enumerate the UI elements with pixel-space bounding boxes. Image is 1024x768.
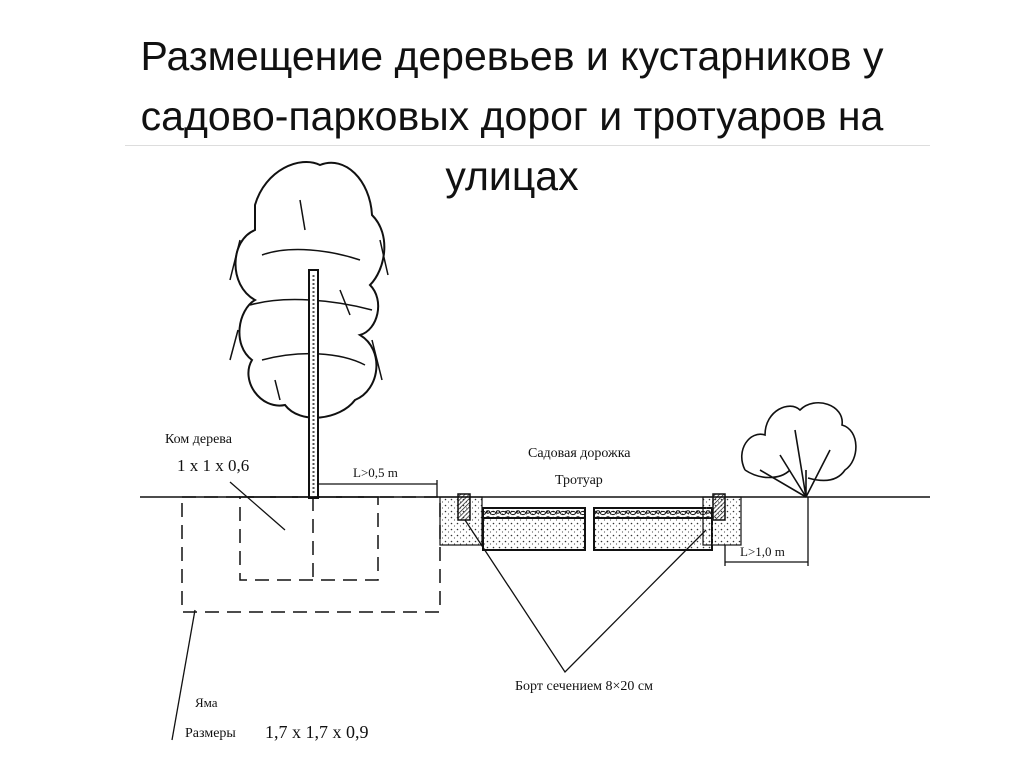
sidewalk-label: Тротуар [555, 473, 603, 488]
shrub-distance-label: L>1,0 m [740, 544, 785, 559]
pit-label: Яма [195, 695, 218, 710]
left-curb [457, 493, 471, 521]
curb-label: Борт сечением 8×20 см [515, 679, 653, 694]
tree-distance-label: L>0,5 m [353, 465, 398, 480]
tree-icon [229, 160, 389, 499]
root-ball [239, 496, 379, 581]
slide-title-line-1: Размещение деревьев и кустарников у [140, 33, 884, 79]
root-ball-size: 1 x 1 x 0,6 [177, 456, 249, 475]
planting-pit [181, 496, 441, 613]
pit-leader [171, 609, 196, 741]
curb-leader [464, 519, 707, 674]
path-cross-section [439, 493, 742, 551]
root-ball-leader [229, 481, 286, 531]
slide-title-line-3: улицах [445, 153, 579, 199]
title-divider [125, 145, 930, 146]
root-ball-label: Ком дерева [165, 432, 233, 447]
slide-title-line-2: садово-парковых дорог и тротуаров на [140, 93, 884, 139]
pit-size: 1,7 x 1,7 x 0,9 [265, 722, 369, 742]
pit-size-label: Размеры [185, 726, 236, 741]
right-curb [712, 493, 726, 521]
shrub-icon [740, 401, 857, 498]
path-label: Садовая дорожка [528, 446, 631, 461]
